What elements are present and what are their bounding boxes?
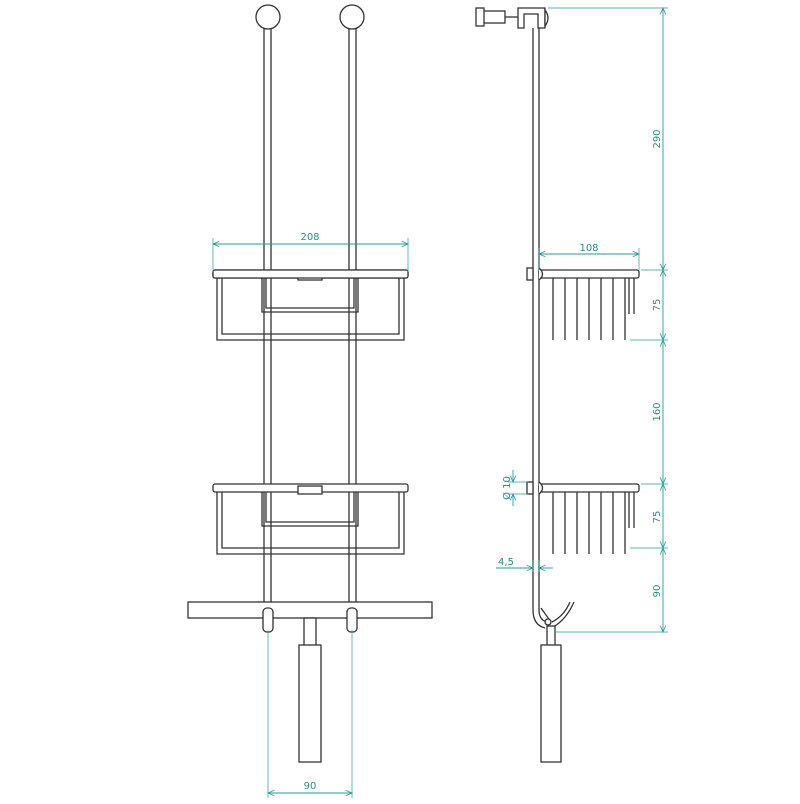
- front-bottom-basket: [212, 483, 409, 555]
- side-bottom-basket: [526, 481, 640, 554]
- dim-label-108: 108: [579, 243, 598, 254]
- dim-label-90-front: 90: [304, 781, 317, 792]
- dim-label-290: 290: [652, 129, 663, 148]
- dim-label-160: 160: [652, 402, 663, 421]
- dim-label-diameter: Ø 10: [501, 476, 513, 500]
- dimension-chain-vertical: 290 75 160 75 90: [548, 8, 668, 632]
- side-top-basket: [526, 267, 640, 340]
- dimension-thickness: 4,5: [496, 557, 553, 572]
- side-view: 108 290 75 160 75 90 Ø 10: [475, 7, 668, 763]
- vertical-rods: [263, 28, 357, 608]
- front-top-basket: [212, 269, 409, 341]
- dimension-diameter: Ø 10: [501, 470, 528, 506]
- dimension-side-depth: 108: [539, 243, 639, 270]
- dim-label-thickness: 4,5: [498, 557, 514, 568]
- dimension-front-width: 208: [213, 232, 408, 272]
- side-rod: [532, 28, 548, 629]
- dim-label-75-bottom: 75: [652, 511, 663, 524]
- top-mount: [475, 7, 549, 29]
- squeegee-handle: [298, 617, 322, 763]
- side-squeegee-handle: [540, 625, 562, 763]
- dim-label-90-side: 90: [652, 585, 663, 598]
- front-view: 208 90: [187, 4, 433, 798]
- side-hook: [540, 601, 575, 628]
- right-suction-knob: [339, 4, 365, 30]
- left-suction-knob: [255, 4, 281, 30]
- dim-label-75-top: 75: [652, 299, 663, 312]
- dimension-front-spacing: 90: [268, 630, 352, 798]
- dim-label-208: 208: [300, 232, 319, 243]
